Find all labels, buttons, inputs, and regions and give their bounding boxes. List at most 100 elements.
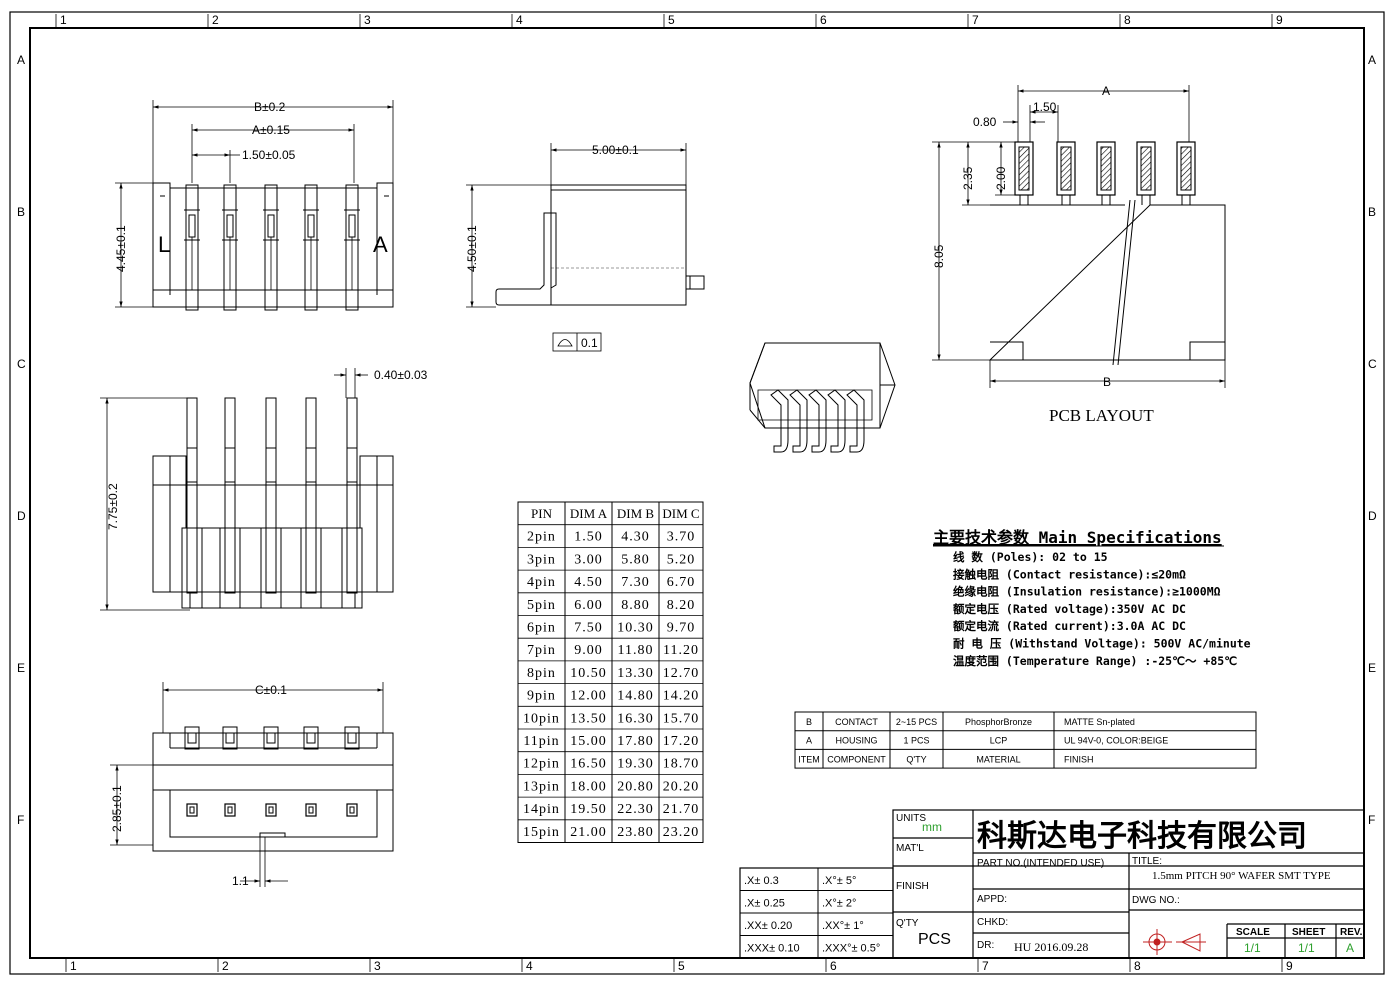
spec-line: 线 数 (Poles): 02 to 15	[953, 550, 1108, 564]
frame-col-top: 9	[1276, 13, 1283, 27]
pin-table-cell: 14pin	[523, 802, 560, 817]
pin-table-cell: 10.50	[570, 666, 607, 681]
mat-label: MAT'L	[896, 843, 924, 854]
frame-col-top: 2	[212, 13, 219, 27]
pin-table-cell: 10pin	[523, 711, 560, 726]
pcb-pad-hatch	[1060, 146, 1072, 191]
frame-row-right: D	[1368, 509, 1377, 523]
left-mark: L	[158, 232, 170, 257]
scale-value: 1/1	[1244, 941, 1261, 955]
front-contact	[345, 184, 359, 311]
bom-cell: MATERIAL	[976, 754, 1020, 764]
pin-table-cell: 4.30	[621, 530, 650, 545]
specs-lines: 线 数 (Poles): 02 to 15 接触电阻 (Contact resis…	[953, 550, 1251, 668]
bom-cell: 2~15 PCS	[896, 717, 937, 727]
top-dimension-lines	[100, 368, 368, 611]
frame-row-right: E	[1368, 661, 1376, 675]
bom-cell: ITEM	[798, 754, 820, 764]
bottom-contact-hole-inner	[227, 806, 233, 814]
pin-table-cell: 15.00	[570, 734, 607, 749]
frame-row-left: D	[17, 509, 26, 523]
pcb-dim-depth: 8.05	[932, 244, 946, 268]
front-contact	[223, 184, 237, 311]
dim-pitch: 1.50±0.05	[242, 148, 296, 162]
spec-line: 接触电阻 (Contact resistance):≤20mΩ	[953, 567, 1186, 581]
front-contact-slot	[348, 214, 356, 238]
pin-table-cell: 1.50	[574, 530, 603, 545]
front-contact-slot	[267, 214, 275, 238]
frame-col-top: 4	[516, 13, 523, 27]
pcb-dim-pad-len: 2.00	[994, 166, 1008, 190]
frame-row-right: C	[1368, 357, 1377, 371]
top-pin	[224, 397, 236, 594]
pin-table-cell: 23.80	[617, 825, 654, 840]
pin-table-cell: 19.50	[570, 802, 607, 817]
spec-line: 耐 电 压 (Withstand Voltage): 500V AC/minut…	[953, 637, 1251, 651]
bottom-contact-inner	[187, 732, 197, 744]
pin-table-cell: 20.20	[663, 779, 700, 794]
pcb-dim-b: B	[1103, 375, 1111, 389]
part-no-label: PART NO.(INTENDED USE)	[977, 858, 1104, 869]
drawing-frame	[9, 11, 1385, 975]
bom-border	[794, 711, 1257, 769]
isometric-view	[749, 342, 896, 429]
bottom-contact-inner	[225, 732, 235, 744]
bottom-contact-hole	[346, 803, 358, 817]
pin-table-cell: 6.00	[574, 598, 603, 613]
frame-col-top: 8	[1124, 13, 1131, 27]
dim-side-height: 4.50±0.1	[465, 225, 479, 272]
bottom-contact-hole	[224, 803, 236, 817]
bottom-contact-inner	[306, 732, 316, 744]
frame-col-bottom: 1	[70, 959, 77, 973]
pin-table-cell: 19.30	[617, 757, 654, 772]
tol-cell: .X± 0.3	[744, 875, 779, 887]
spec-line: 绝缘电阻 (Insulation resistance):≥1000MΩ	[953, 585, 1221, 599]
top-pin	[346, 397, 358, 594]
units-label: UNITS	[896, 813, 926, 824]
frame-col-top: 5	[668, 13, 675, 27]
flatness-value: 0.1	[581, 336, 598, 350]
pcb-pad-hatch	[1140, 146, 1152, 191]
pin-table-cell: 3.70	[667, 530, 696, 545]
top-pin-base	[181, 527, 203, 609]
pcb-pad	[1136, 141, 1156, 196]
qty-label: Q'TY	[896, 918, 919, 929]
isometric-pins	[770, 389, 865, 453]
pcb-pad	[1014, 141, 1034, 196]
front-contact	[304, 184, 318, 311]
pin-table-cell: 12pin	[523, 757, 560, 772]
bottom-view-contacts	[184, 726, 360, 817]
tolerance-table: .X± 0.3.X°± 5°.X± 0.25.X°± 2°.XX± 0.20.X…	[739, 867, 894, 959]
pcb-layout	[988, 199, 1226, 366]
bom-cell: HOUSING	[835, 736, 877, 746]
front-contact	[185, 184, 199, 311]
bottom-contact-hole	[265, 803, 277, 817]
frame-row-left: A	[17, 53, 25, 67]
frame-col-top: 1	[60, 13, 67, 27]
front-contact-slot	[307, 214, 315, 238]
bottom-contact-top	[303, 726, 319, 750]
frame-col-bottom: 7	[982, 959, 989, 973]
pin-table-cell: 20.80	[617, 779, 654, 794]
pcb-pads	[1014, 141, 1196, 205]
qty-value: PCS	[918, 931, 951, 948]
dr-label: DR:	[977, 940, 994, 951]
bottom-contact-top	[263, 726, 279, 750]
frame-row-left: F	[17, 813, 24, 827]
pin-table-header: DIM B	[617, 506, 655, 521]
bottom-view	[152, 732, 394, 852]
frame-col-bottom: 4	[526, 959, 533, 973]
dim-c-width: C±0.1	[255, 683, 287, 697]
top-pin	[305, 397, 317, 594]
pin-table-cell: 13.50	[570, 711, 607, 726]
top-pin-base	[341, 527, 363, 609]
pin-table-cell: 16.30	[617, 711, 654, 726]
pin-table-cell: 5.80	[621, 552, 650, 567]
front-contact-slot	[226, 214, 234, 238]
pcb-pad	[1056, 141, 1076, 196]
pcb-dim-pad-offset: 2.35	[961, 166, 975, 190]
pin-table-cell: 8.20	[667, 598, 696, 613]
top-pin	[186, 397, 198, 594]
dim-length-775: 7.75±0.2	[106, 483, 120, 530]
